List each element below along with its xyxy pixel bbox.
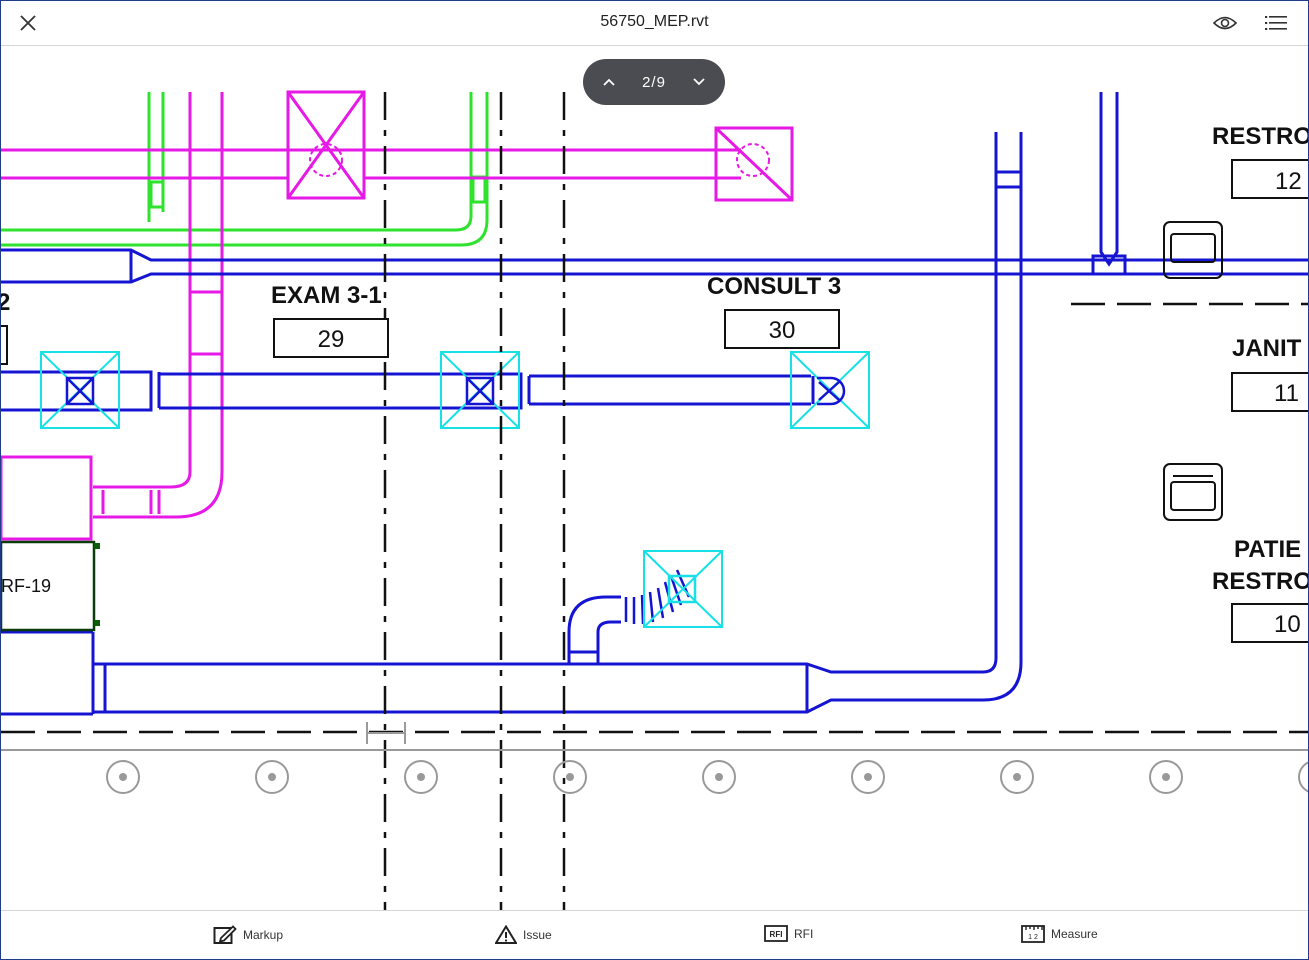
room-name-patient-line2: RESTRO	[1212, 568, 1308, 595]
mep-floor-plan[interactable]: RF-19 EXAM 3-1 29 CONSULT 3 30 RESTRO 12…	[1, 46, 1308, 910]
room-labels: EXAM 3-1 29 CONSULT 3 30 RESTRO 12 JANIT…	[1, 123, 1308, 643]
issue-label: Issue	[523, 927, 552, 942]
view-options-button[interactable]	[1209, 7, 1241, 39]
ruler-icon: 1 2	[1021, 925, 1045, 943]
room-number-patient: 10	[1274, 611, 1301, 638]
sheet-list-button[interactable]	[1260, 7, 1292, 39]
grid-marker	[366, 722, 406, 744]
flex-duct	[624, 569, 691, 625]
markup-icon	[213, 925, 237, 944]
issue-button[interactable]: Issue	[495, 925, 552, 944]
eye-icon	[1212, 16, 1238, 30]
sheet-pager: 2/9	[583, 59, 725, 105]
plumbing-fixtures	[1163, 221, 1223, 521]
rfi-icon: RFI	[764, 925, 788, 942]
rfi-label: RFI	[794, 926, 814, 941]
green-pipe	[1, 92, 489, 247]
room-number-consult: 30	[769, 317, 796, 344]
room-name-left-partial: 2	[1, 289, 10, 316]
drawing-canvas[interactable]: RF-19 EXAM 3-1 29 CONSULT 3 30 RESTRO 12…	[1, 46, 1308, 910]
svg-text:1 2: 1 2	[1028, 934, 1038, 941]
next-sheet-button[interactable]	[687, 70, 711, 94]
equipment-tag: RF-19	[1, 576, 51, 596]
diffuser-necks	[65, 376, 846, 604]
previous-sheet-button[interactable]	[597, 70, 621, 94]
magenta-fixture-symbols	[309, 143, 770, 177]
room-number-exam: 29	[318, 326, 345, 353]
chevron-down-icon	[693, 78, 705, 86]
room-number-janitor: 11	[1274, 380, 1299, 407]
markup-label: Markup	[243, 928, 284, 942]
column-markers	[106, 760, 1308, 794]
warning-triangle-icon	[495, 925, 517, 944]
room-name-exam: EXAM 3-1	[271, 282, 382, 309]
document-title: 56750_MEP.rvt	[600, 13, 709, 30]
room-name-janitor: JANIT	[1232, 335, 1302, 362]
close-button[interactable]	[12, 7, 44, 39]
supply-ductwork	[1, 92, 1308, 716]
supply-diffusers	[40, 351, 870, 628]
chevron-up-icon	[603, 78, 615, 86]
measure-button[interactable]: 1 2 Measure	[1021, 925, 1098, 943]
room-name-restroom-top: RESTRO	[1212, 123, 1308, 150]
measure-label: Measure	[1051, 927, 1098, 941]
grid-lines	[383, 92, 566, 910]
room-name-patient-line1: PATIE	[1234, 536, 1301, 563]
close-icon	[20, 15, 36, 31]
list-icon	[1265, 16, 1287, 30]
wall-dashed-line	[1, 302, 1308, 734]
top-bar: 56750_MEP.rvt	[1, 1, 1308, 46]
equipment-rf19[interactable]: RF-19	[1, 540, 100, 632]
room-number-restroom-top: 12	[1275, 168, 1302, 195]
svg-text:RFI: RFI	[770, 930, 783, 939]
markup-button[interactable]: Markup	[213, 925, 283, 945]
room-name-consult: CONSULT 3	[707, 273, 841, 300]
rfi-button[interactable]: RFI RFI	[764, 925, 813, 942]
bottom-toolbar: Markup Issue RFI RFI 1 2 Measure	[1, 910, 1308, 959]
magenta-pipe	[1, 90, 794, 541]
sheet-count: 2/9	[642, 73, 666, 91]
